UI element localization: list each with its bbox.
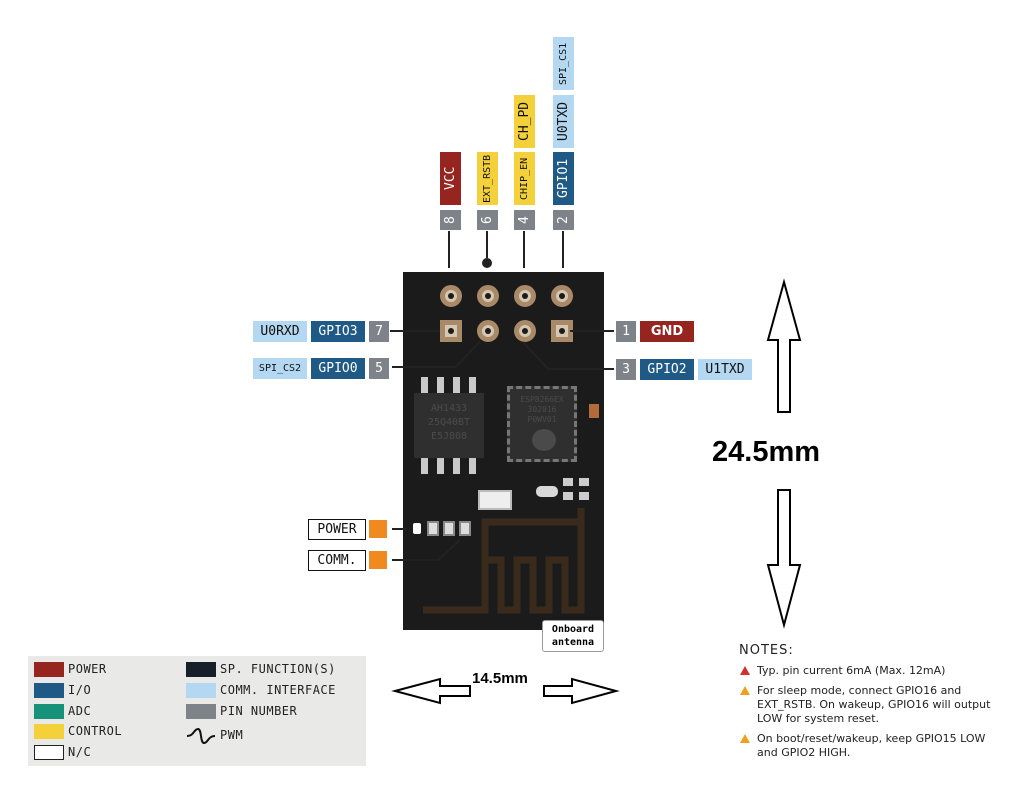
- esp8266-chip: ESP8266EX 302016 P0WV01: [507, 386, 577, 462]
- power-led: [413, 523, 421, 534]
- capacitor-component: [589, 404, 599, 418]
- legend-swatch-io: [34, 683, 64, 698]
- note-item: For sleep mode, connect GPIO16 and EXT_R…: [739, 684, 1009, 726]
- crystal-component: [478, 490, 512, 510]
- flash-leg: [453, 458, 460, 474]
- pad-pin2: [551, 285, 573, 307]
- flash-leg: [469, 458, 476, 474]
- legend-swatch-power: [34, 662, 64, 677]
- warning-icon: [740, 686, 750, 695]
- smd-component: [579, 492, 589, 500]
- notes-panel: NOTES: Typ. pin current 6mA (Max. 12mA) …: [739, 643, 1009, 766]
- flash-leg: [453, 377, 460, 393]
- pin3-u1txd-label: U1TXD: [698, 359, 752, 380]
- legend-label-comm: COMM. INTERFACE: [220, 683, 336, 697]
- note-item: Typ. pin current 6mA (Max. 12mA): [739, 664, 1009, 678]
- smd-component: [579, 478, 589, 486]
- pin-number-7: 7: [369, 321, 389, 342]
- flash-chip-line3: E5J808: [430, 431, 468, 442]
- pin1-gnd-label: GND: [640, 321, 694, 342]
- pad-pin3: [514, 320, 536, 342]
- pad-pin6: [477, 285, 499, 307]
- color-legend: POWER I/O ADC CONTROL N/C SP. FUNCTION(S…: [28, 656, 366, 766]
- comm-led: [459, 521, 471, 536]
- flash-leg: [469, 377, 476, 393]
- flash-chip: AH1433 25Q40BT E5J808: [414, 393, 484, 458]
- pad-pin8: [440, 285, 462, 307]
- smd-component: [563, 478, 573, 486]
- esp-chip-line3: P0WV01: [527, 415, 557, 424]
- esp-chip-line1: ESP8266EX: [520, 395, 564, 404]
- antenna-label: Onboard antenna: [542, 620, 604, 652]
- pad-pin5: [477, 320, 499, 342]
- pwm-badge-icon: [369, 551, 387, 569]
- pin5-spi-cs2-label: SPI_CS2: [253, 358, 307, 379]
- resistor-component: [536, 486, 558, 497]
- pwm-badge-icon: [369, 520, 387, 538]
- pin3-gpio2-label: GPIO2: [640, 359, 694, 380]
- note-text: For sleep mode, connect GPIO16 and EXT_R…: [757, 684, 991, 725]
- flash-leg: [437, 458, 444, 474]
- esp-chip-line2: 302016: [527, 405, 557, 414]
- note-text: On boot/reset/wakeup, keep GPIO15 LOW an…: [757, 732, 986, 759]
- pin7-gpio3-label: GPIO3: [311, 321, 365, 342]
- legend-label-pwm: PWM: [220, 728, 244, 742]
- antenna-label-line1: Onboard: [551, 624, 595, 635]
- pin-number-3: 3: [616, 359, 636, 380]
- espressif-logo: [532, 429, 556, 451]
- pin7-u0rxd-label: U0RXD: [253, 321, 307, 342]
- pin5-gpio0-label: GPIO0: [311, 358, 365, 379]
- note-item: On boot/reset/wakeup, keep GPIO15 LOW an…: [739, 732, 1009, 760]
- legend-label-adc: ADC: [68, 704, 92, 718]
- flash-leg: [421, 458, 428, 474]
- legend-swatch-nc: [34, 745, 64, 760]
- flash-chip-line2: 25Q40BT: [427, 417, 471, 428]
- legend-swatch-comm: [186, 683, 216, 698]
- legend-label-io: I/O: [68, 683, 92, 697]
- legend-label-pin-number: PIN NUMBER: [220, 704, 298, 718]
- flash-leg: [437, 377, 444, 393]
- warning-icon: [740, 666, 750, 675]
- legend-swatch-sp-function: [186, 662, 216, 677]
- power-led-label: POWER: [308, 519, 366, 540]
- flash-chip-line1: AH1433: [430, 403, 468, 414]
- pwm-wave-icon: [186, 727, 216, 745]
- legend-swatch-pin-number: [186, 704, 216, 719]
- pad-pin4: [514, 285, 536, 307]
- legend-swatch-adc: [34, 704, 64, 719]
- antenna-label-line2: antenna: [551, 637, 595, 648]
- pad-pin7: [440, 320, 462, 342]
- legend-label-nc: N/C: [68, 745, 92, 759]
- legend-label-sp-function: SP. FUNCTION(S): [220, 662, 336, 676]
- width-dimension-label: 14.5mm: [472, 670, 528, 687]
- notes-title: NOTES:: [739, 643, 794, 658]
- flash-leg: [421, 377, 428, 393]
- pin-number-5: 5: [369, 358, 389, 379]
- legend-label-power: POWER: [68, 662, 107, 676]
- antenna-trace: [423, 508, 585, 614]
- note-text: Typ. pin current 6mA (Max. 12mA): [757, 664, 946, 677]
- legend-label-control: CONTROL: [68, 724, 123, 738]
- comm-led-label: COMM.: [308, 550, 366, 571]
- height-dimension-label: 24.5mm: [712, 436, 821, 468]
- legend-swatch-control: [34, 724, 64, 739]
- led-component: [443, 521, 455, 536]
- led-component: [427, 521, 439, 536]
- warning-icon: [740, 734, 750, 743]
- pin-number-1: 1: [616, 321, 636, 342]
- smd-component: [563, 492, 573, 500]
